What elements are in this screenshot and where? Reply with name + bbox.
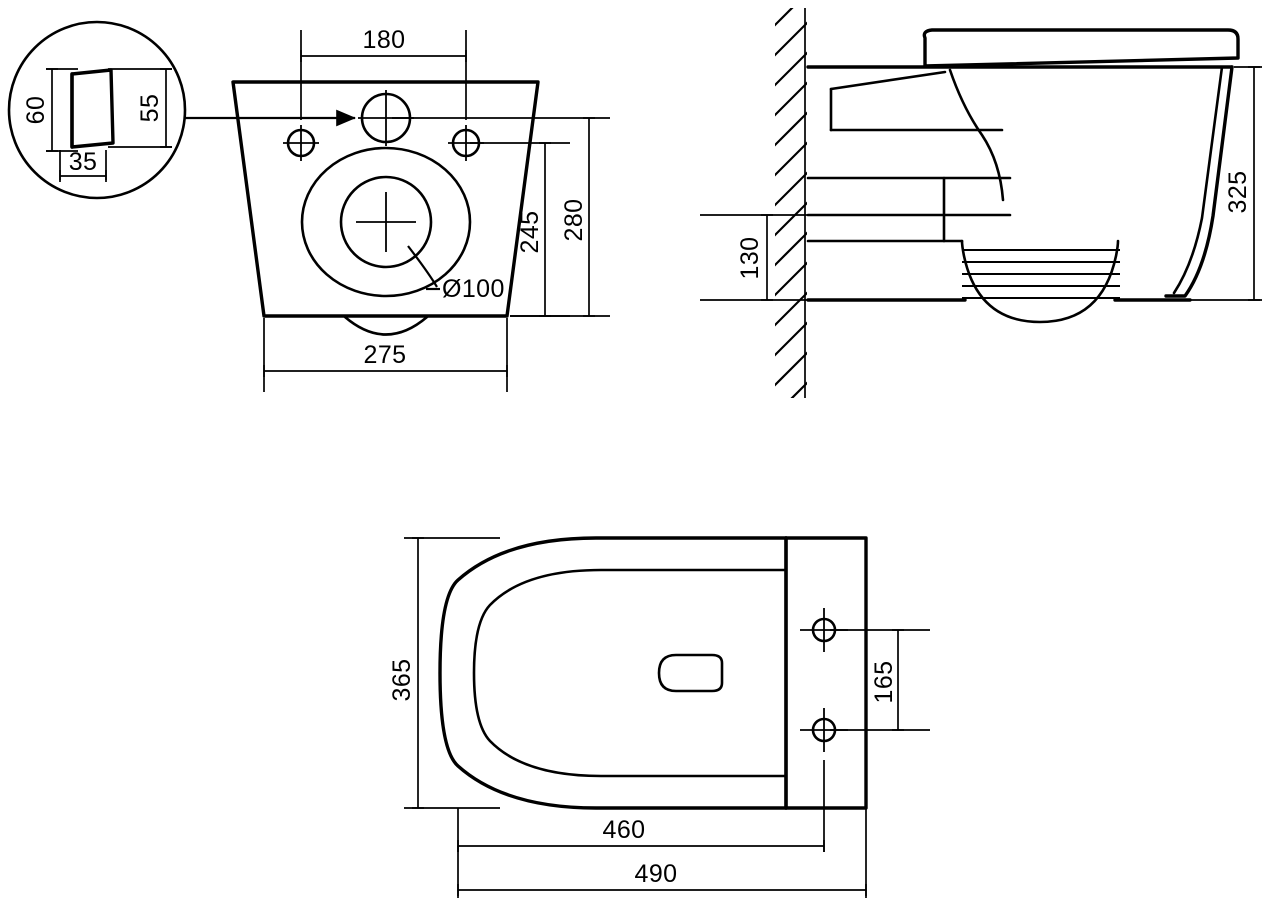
dim-text-180: 180 — [363, 26, 406, 54]
dim-text-490: 490 — [635, 860, 678, 888]
flush-hole-top-view — [657, 653, 724, 693]
top-view-group: 365 165 460 490 — [388, 536, 930, 898]
dim-text-130: 130 — [736, 237, 764, 280]
detail-circle-group: 60 55 35 — [7, 20, 356, 200]
top-bowl-outer-outline — [438, 536, 788, 810]
trap-bowl-outline — [960, 239, 1120, 324]
dim-text-245: 245 — [516, 211, 544, 254]
side-body-right-inner — [1172, 65, 1224, 295]
toilet-seat-lid — [922, 28, 1240, 68]
dim-text-diameter-100: Ø100 — [442, 275, 505, 303]
front-view-group: Ø100 180 245 280 275 — [231, 26, 610, 392]
dim-text-365: 365 — [388, 659, 416, 702]
dim-text-165: 165 — [870, 661, 898, 704]
dim-text-55: 55 — [136, 94, 164, 123]
wall-hatch-group — [775, 8, 807, 398]
dim-text-325: 325 — [1224, 171, 1252, 214]
trap-water-lines — [962, 249, 1120, 299]
top-rear-block — [784, 536, 868, 810]
diameter-leader-line — [407, 245, 438, 288]
inner-shelf-top — [829, 70, 947, 91]
detail-circle-boundary — [7, 20, 187, 200]
front-body-outline — [231, 80, 540, 318]
top-bowl-inner-rim — [472, 568, 788, 778]
side-body-right-profile — [1164, 65, 1234, 298]
dim-text-460: 460 — [603, 816, 646, 844]
bowl-opening-inner — [339, 175, 433, 269]
dim-text-60: 60 — [22, 96, 50, 125]
front-bowl-underside-arc — [343, 315, 429, 336]
dim-text-280: 280 — [560, 199, 588, 242]
side-view-group: 325 130 — [700, 8, 1262, 398]
dim-text-35: 35 — [69, 148, 98, 176]
dim-text-275: 275 — [364, 341, 407, 369]
bowl-opening-outer — [300, 146, 472, 298]
